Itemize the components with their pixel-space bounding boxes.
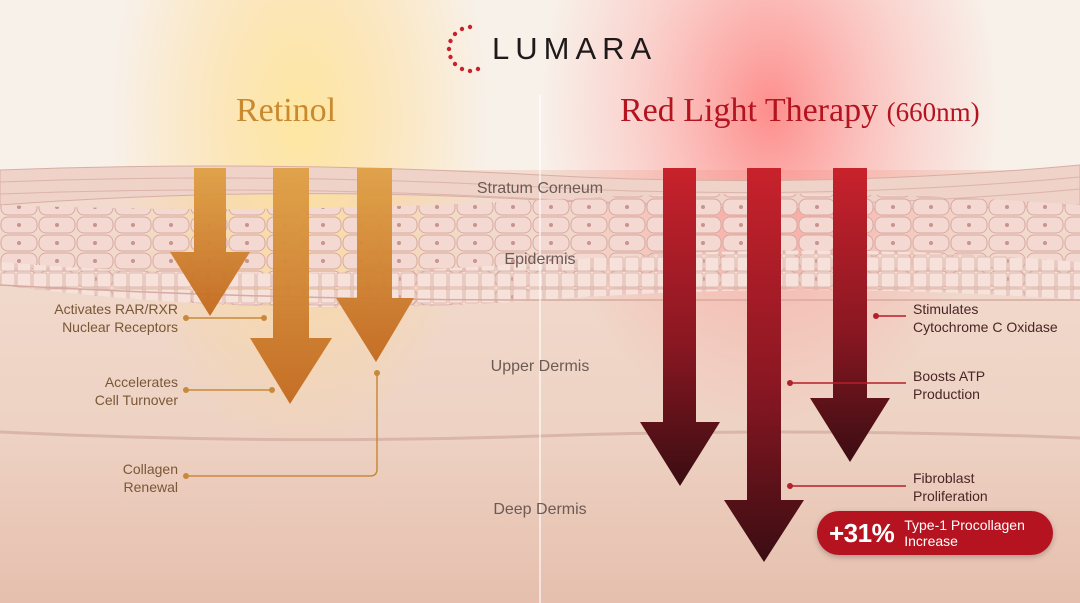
annotation-rar-rxr: Activates RAR/RXR Nuclear Receptors	[54, 301, 178, 335]
retinol-arrow-2	[250, 168, 332, 404]
brand-name: LUMARA	[492, 31, 658, 66]
red-connectors	[790, 315, 906, 487]
annotation-fibroblast: Fibroblast Proliferation	[913, 470, 988, 504]
brand-logo: LUMARA	[446, 24, 657, 74]
annotation-collagen-renewal: Collagen Renewal	[122, 461, 178, 495]
red-connector-dots	[787, 313, 879, 489]
retinol-title: Retinol	[236, 92, 337, 129]
red-light-title-text: Red Light Therapy	[620, 92, 879, 129]
result-description: Type-1 Procollagen Increase	[904, 517, 1025, 549]
result-percentage: +31%	[829, 517, 895, 548]
layer-label-deep-dermis: Deep Dermis	[493, 501, 587, 518]
annotation-atp: Boosts ATP Production	[913, 368, 986, 402]
annotation-cell-turnover: Accelerates Cell Turnover	[94, 374, 178, 408]
annotation-cytochrome: Stimulates Cytochrome C Oxidase	[913, 301, 1058, 335]
dotted-arc-icon	[446, 24, 481, 74]
retinol-connectors	[186, 317, 378, 477]
red-arrow-1	[640, 168, 720, 486]
layer-label-stratum-corneum: Stratum Corneum	[476, 180, 604, 197]
red-arrow-2	[724, 168, 804, 562]
retinol-arrow-3	[336, 168, 414, 362]
procollagen-result-badge: +31% Type-1 Procollagen Increase	[817, 511, 1053, 555]
wavelength-label: (660nm)	[886, 97, 980, 127]
layer-label-epidermis: Epidermis	[504, 251, 576, 268]
retinol-arrow-1	[170, 168, 250, 316]
retinol-connector-dots	[183, 315, 380, 479]
layer-label-upper-dermis: Upper Dermis	[490, 358, 590, 375]
red-arrow-3	[810, 168, 890, 462]
red-light-title: Red Light Therapy (660nm)	[620, 92, 980, 130]
